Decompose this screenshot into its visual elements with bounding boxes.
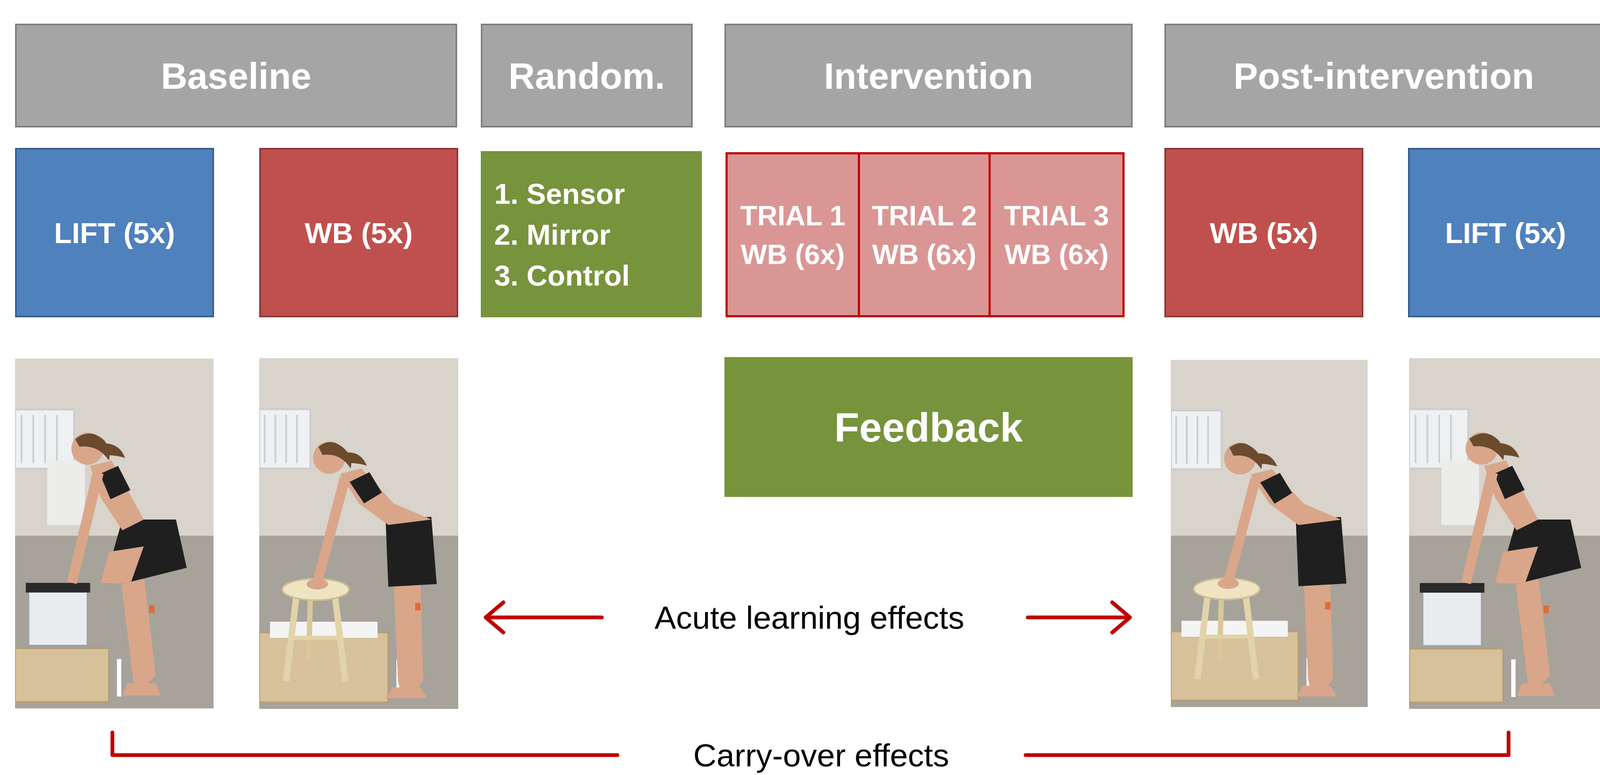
bracket bbox=[112, 732, 618, 756]
box-label: 3. Control bbox=[494, 254, 630, 296]
trial-box: TRIAL 3 WB (6x) bbox=[988, 152, 1125, 318]
box-label: WB (5x) bbox=[304, 216, 414, 250]
task-box: LIFT (5x) bbox=[15, 147, 215, 318]
feedback-box: Feedback bbox=[724, 357, 1133, 497]
box-label: 1. Sensor bbox=[494, 173, 625, 215]
phase-header: Post-intervention bbox=[1164, 23, 1600, 128]
arrow-line bbox=[487, 615, 602, 620]
trial-box: TRIAL 2 WB (6x) bbox=[857, 152, 991, 318]
lift-photo bbox=[1409, 358, 1600, 709]
annotation-label: Acute learning effects bbox=[651, 599, 968, 637]
box-label: LIFT (5x) bbox=[1445, 216, 1567, 250]
lift-photo bbox=[15, 358, 214, 709]
box-label: Post-intervention bbox=[1233, 54, 1534, 97]
box-label: TRIAL 1 WB (6x) bbox=[735, 196, 851, 274]
box-label: 2. Mirror bbox=[494, 214, 611, 255]
arrow-head bbox=[485, 602, 504, 633]
box-label: Feedback bbox=[834, 403, 1023, 451]
box-label: TRIAL 2 WB (6x) bbox=[867, 196, 981, 274]
wb-photo bbox=[1170, 360, 1368, 708]
box-label: WB (5x) bbox=[1210, 216, 1319, 250]
trial-box: TRIAL 1 WB (6x) bbox=[725, 152, 860, 318]
bracket bbox=[1025, 732, 1509, 756]
box-label: Intervention bbox=[823, 54, 1034, 97]
arrow-head bbox=[1112, 602, 1130, 633]
phase-header: Baseline bbox=[15, 23, 458, 128]
box-label: TRIAL 3 WB (6x) bbox=[998, 196, 1115, 274]
task-box: WB (5x) bbox=[259, 147, 459, 318]
box-label: Random. bbox=[508, 54, 666, 97]
task-box: LIFT (5x) bbox=[1408, 147, 1600, 318]
annotation-label: Carry-over effects bbox=[690, 736, 953, 774]
wb-photo bbox=[259, 358, 459, 709]
group-list-box: 1. Sensor2. Mirror3. Control bbox=[480, 151, 702, 318]
phase-header: Random. bbox=[480, 23, 693, 128]
box-label: LIFT (5x) bbox=[54, 216, 176, 250]
box-label: Baseline bbox=[160, 54, 312, 97]
arrow-line bbox=[1027, 615, 1128, 620]
task-box: WB (5x) bbox=[1164, 147, 1364, 318]
phase-header: Intervention bbox=[724, 23, 1133, 128]
